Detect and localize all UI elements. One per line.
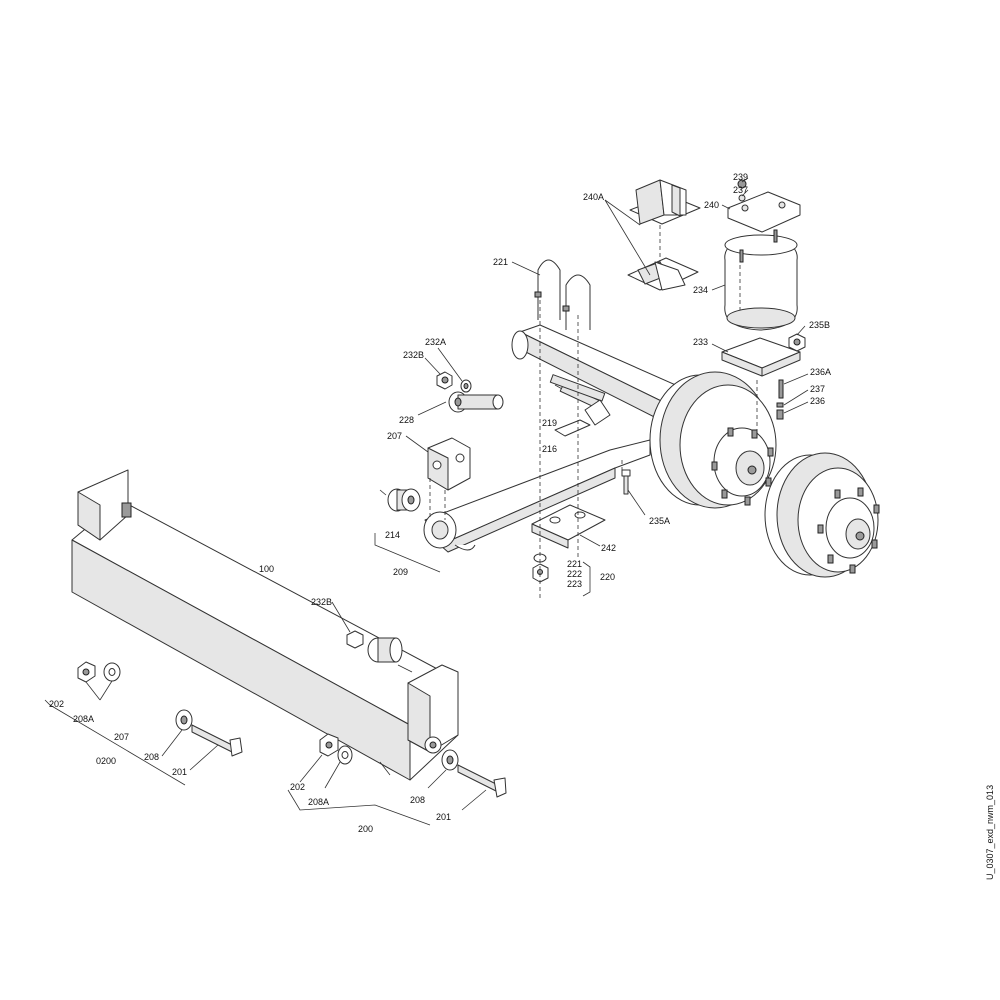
washer-208a-left <box>103 662 121 682</box>
leader-lines <box>44 177 809 826</box>
callout-234: 234 <box>693 285 708 295</box>
drawing-code: U_0307_exd_nwm_013 <box>985 785 995 880</box>
callout-240a: 240A <box>583 192 604 202</box>
callout-201-left: 201 <box>172 767 187 777</box>
wheel-studs-left <box>711 427 774 506</box>
nut-232b-upper <box>436 371 453 390</box>
spring-hanger-bracket <box>427 437 471 491</box>
air-spring <box>724 229 798 331</box>
washer-232a <box>460 379 472 393</box>
callout-240: 240 <box>704 200 719 210</box>
callout-100: 100 <box>259 564 274 574</box>
callout-202-right: 202 <box>290 782 305 792</box>
callout-222: 222 <box>567 569 582 579</box>
nut-202-left <box>77 661 96 683</box>
callout-235b: 235B <box>809 320 830 330</box>
callout-208a-left: 208A <box>73 714 94 724</box>
callout-0200: 0200 <box>96 756 116 766</box>
callout-232a: 232A <box>425 337 446 347</box>
lower-bracket-240a <box>627 257 699 291</box>
callout-214: 214 <box>385 530 400 540</box>
wheel-studs-right <box>817 487 880 574</box>
callout-207-bottom: 207 <box>114 732 129 742</box>
brake-drum-left <box>649 371 777 509</box>
callout-216: 216 <box>542 444 557 454</box>
bolt-235a <box>621 469 631 495</box>
callout-228: 228 <box>399 415 414 425</box>
axle-tube <box>511 324 706 431</box>
callout-221-bottom: 221 <box>567 559 582 569</box>
callout-207-top: 207 <box>387 431 402 441</box>
cross-beam <box>71 469 459 781</box>
callout-208a-right: 208A <box>308 797 329 807</box>
callout-208-left: 208 <box>144 752 159 762</box>
nut-202-right <box>319 733 339 757</box>
callout-232b-bottom: 232B <box>311 597 332 607</box>
callout-233: 233 <box>693 337 708 347</box>
assembly-lines <box>429 225 758 600</box>
shock-mount-228 <box>448 391 504 413</box>
callout-220: 220 <box>600 572 615 582</box>
callout-242: 242 <box>601 543 616 553</box>
clamp-plate-242 <box>531 504 606 549</box>
callout-223: 223 <box>567 579 582 589</box>
callout-236: 236 <box>810 396 825 406</box>
callout-237-top: 237 <box>733 185 748 195</box>
washer-208-left <box>175 709 193 731</box>
washer-208a-right <box>337 745 353 765</box>
bushing-cross-beam <box>346 630 413 673</box>
callout-labels: 239 237 240 240A 221 234 235B 233 232A 2… <box>49 172 831 834</box>
callout-208-right: 208 <box>410 795 425 805</box>
leaf-spring <box>423 439 651 553</box>
callout-200: 200 <box>358 824 373 834</box>
pivot-pin <box>549 374 611 437</box>
callout-219: 219 <box>542 418 557 428</box>
upper-bracket-240a <box>629 179 701 225</box>
callout-232b-top: 232B <box>403 350 424 360</box>
air-spring-piston-plate <box>721 337 801 377</box>
callout-237-right: 237 <box>810 384 825 394</box>
bolt-201-left <box>191 724 243 757</box>
bushing-214 <box>379 488 421 512</box>
bolt-201-right <box>457 764 507 798</box>
callout-202-left: 202 <box>49 699 64 709</box>
brake-drum-right <box>764 452 880 578</box>
callout-235a: 235A <box>649 516 670 526</box>
callout-201-right: 201 <box>436 812 451 822</box>
air-spring-top-plate <box>727 179 801 233</box>
callout-239: 239 <box>733 172 748 182</box>
washer-208-right <box>441 749 459 771</box>
screw-set <box>776 379 784 420</box>
nut-235b <box>788 333 806 352</box>
callout-221-top: 221 <box>493 257 508 267</box>
callout-209: 209 <box>393 567 408 577</box>
u-bolts <box>534 259 591 330</box>
clamp-fasteners <box>532 553 549 583</box>
callout-236a: 236A <box>810 367 831 377</box>
